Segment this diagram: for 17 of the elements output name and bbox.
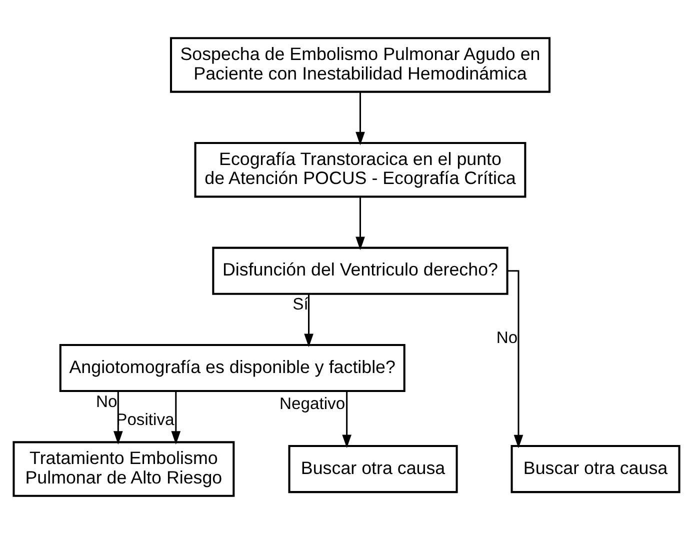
arrow xyxy=(171,391,181,444)
edge-label: No xyxy=(496,328,518,348)
node-box: Sospecha de Embolismo Pulmonar Agudo en Paciente con Inestabilidad Hemodinámica xyxy=(170,37,551,93)
node-box: Buscar otra causa xyxy=(288,445,458,494)
arrow xyxy=(356,92,365,146)
edge-label: Sí xyxy=(292,294,308,314)
arrow xyxy=(508,270,524,448)
node-box: Disfunción del Ventriculo derecho? xyxy=(212,246,508,295)
arrow xyxy=(356,196,365,250)
edge-label: Negativo xyxy=(280,394,346,413)
node-box: Tratamiento Embolismo Pulmonar de Alto Riesgo xyxy=(12,441,235,497)
node-box: Angiotomografía es disponible y factible? xyxy=(59,344,406,392)
arrow xyxy=(304,294,314,348)
node-box: Ecografía Transtoracica en el punto de Atención POCUS - Ecografía Crítica xyxy=(194,142,526,198)
node-box: Buscar otra causa xyxy=(510,445,680,494)
arrow xyxy=(342,391,352,448)
edge-label: No xyxy=(96,392,118,412)
